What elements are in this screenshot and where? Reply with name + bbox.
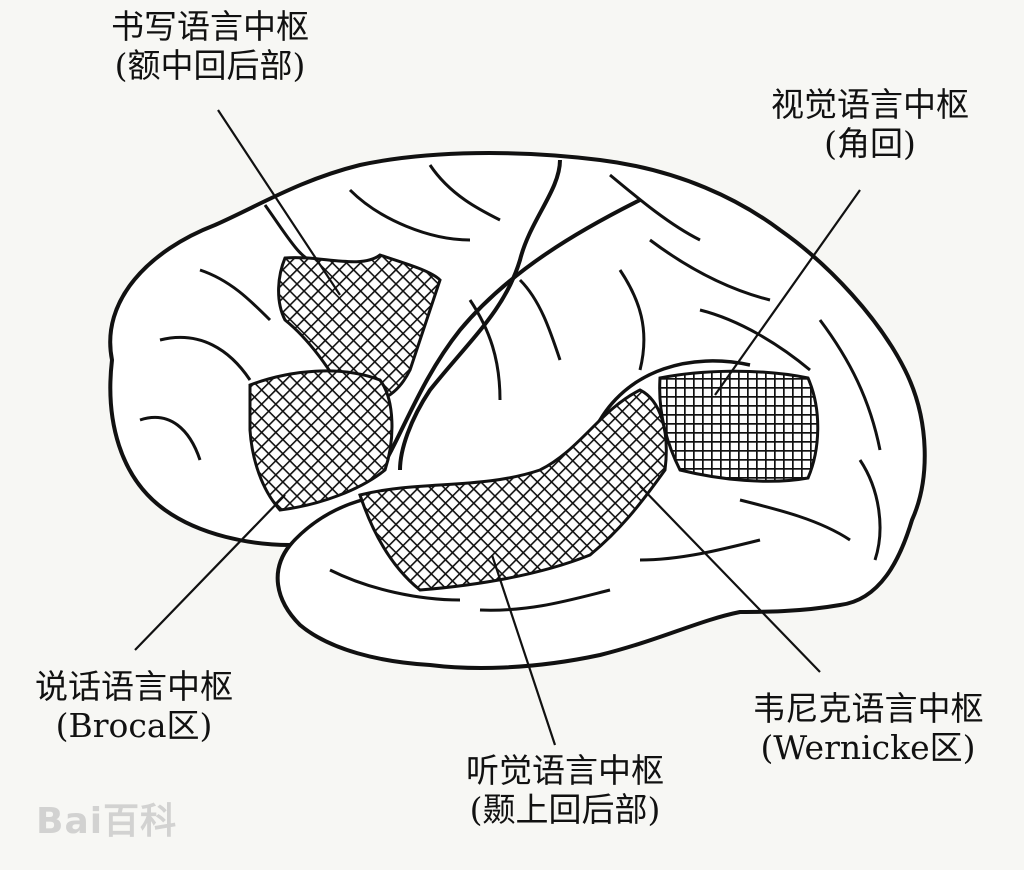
- baidu-watermark-logo: Bai百科: [36, 801, 178, 842]
- label-auditory-center: 听觉语言中枢 (颞上回后部): [400, 751, 730, 830]
- label-visual-center: 视觉语言中枢 (角回): [720, 85, 1020, 164]
- label-writing-center: 书写语言中枢 (额中回后部): [60, 7, 360, 86]
- visual-center-area: [658, 369, 820, 483]
- label-wernicke-title: 韦尼克语言中枢: [752, 689, 984, 728]
- label-writing-title: 书写语言中枢: [111, 7, 309, 46]
- label-speech-center: 说话语言中枢 (Broca区): [0, 667, 268, 746]
- label-speech-sub: (Broca区): [55, 705, 213, 745]
- auditory-center-area: [358, 388, 668, 592]
- label-visual-sub: (角回): [824, 123, 916, 163]
- central-sulcus: [398, 159, 562, 471]
- broca-area: [248, 369, 394, 512]
- label-auditory-title: 听觉语言中枢: [466, 751, 664, 790]
- label-wernicke-center: 韦尼克语言中枢 (Wernicke区): [718, 689, 1018, 768]
- writing-center-area: [277, 253, 442, 404]
- label-speech-title: 说话语言中枢: [35, 667, 233, 706]
- label-visual-title: 视觉语言中枢: [771, 85, 969, 124]
- label-auditory-sub: (颞上回后部): [469, 789, 661, 829]
- label-writing-sub: (额中回后部): [114, 45, 306, 85]
- label-wernicke-sub: (Wernicke区): [760, 727, 976, 767]
- leader-lines: [134, 109, 861, 746]
